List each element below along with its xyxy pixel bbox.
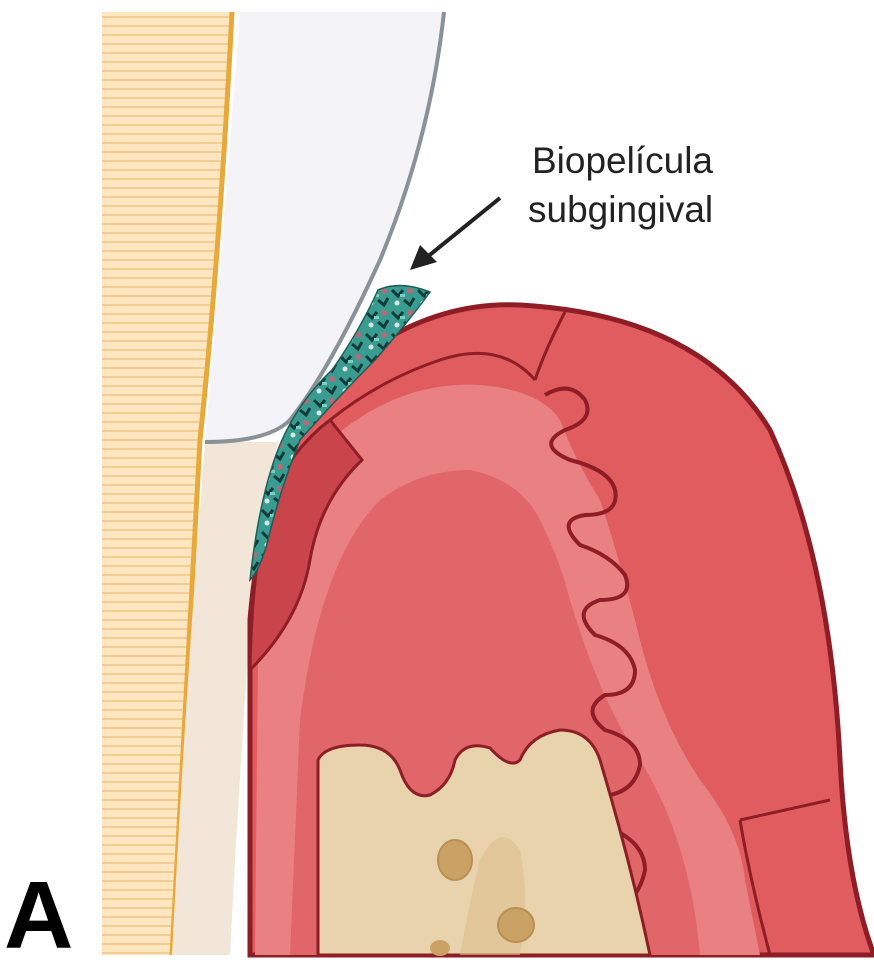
annotation-arrow: [410, 198, 500, 270]
panel-label: A: [4, 868, 73, 964]
annotation-line-1: Biopelícula: [532, 140, 713, 181]
alveolar-bone: [318, 730, 650, 956]
annotation-line-2: subgingival: [528, 189, 713, 230]
